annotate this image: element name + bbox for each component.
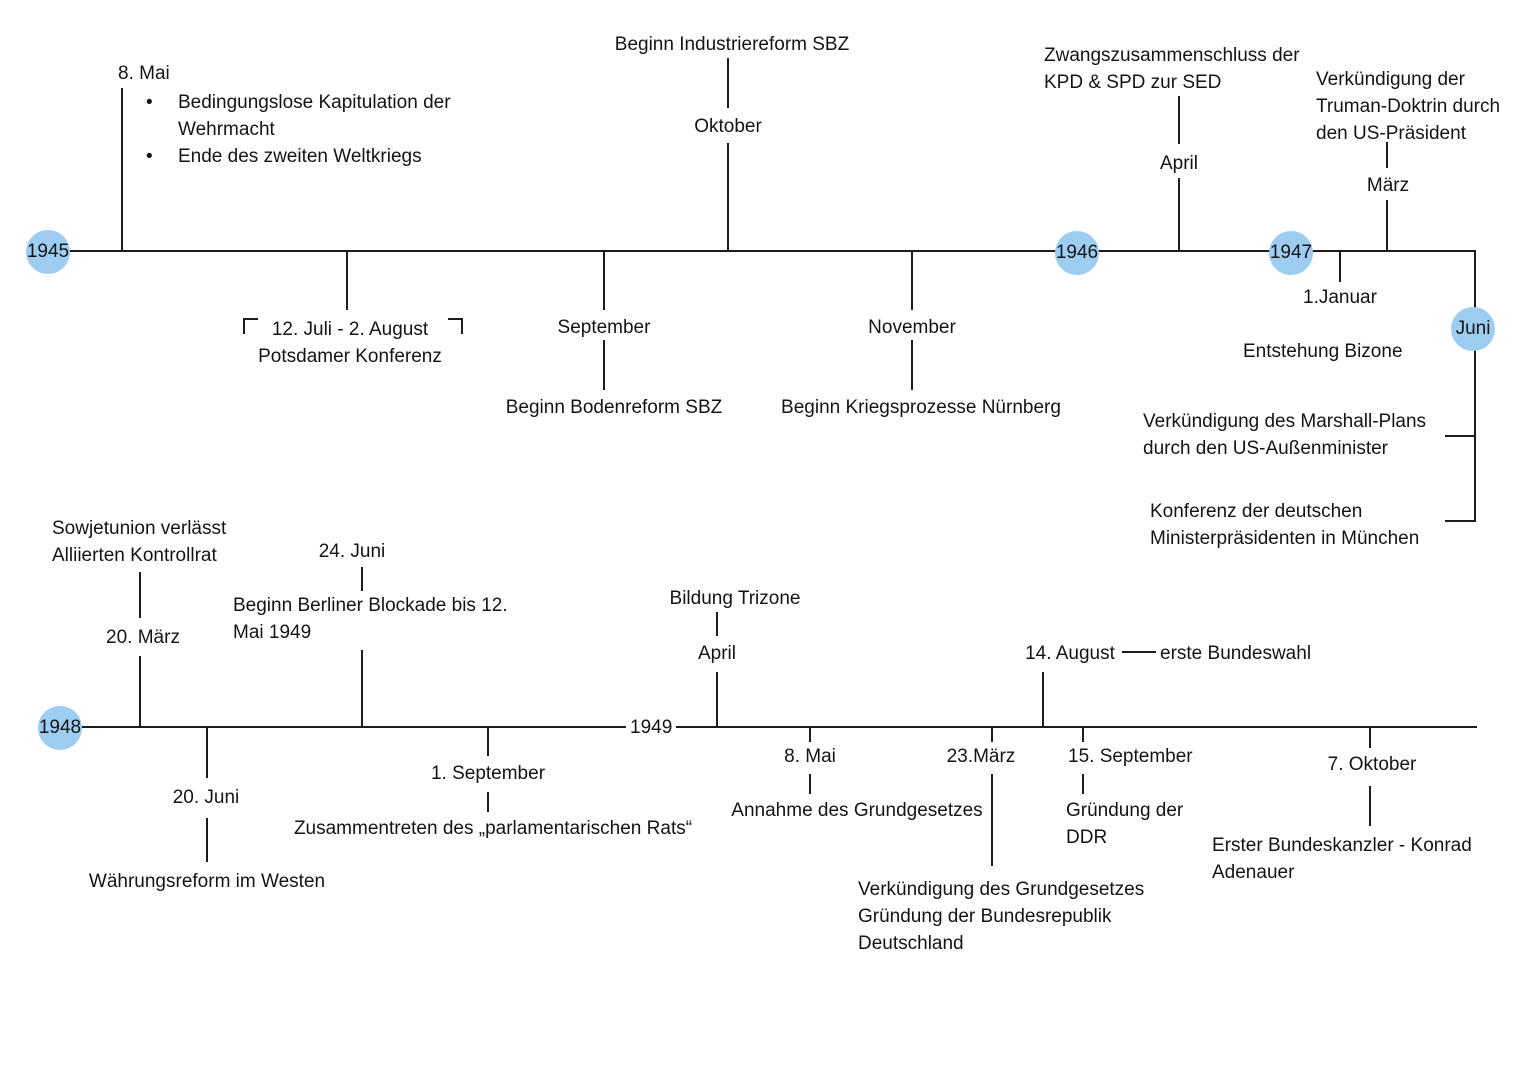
connector-kriegsprozesse xyxy=(911,340,913,390)
event-date-truman: März xyxy=(1366,175,1410,196)
connector-bundeswahl-dash xyxy=(1122,651,1156,653)
event-date-8mai-1945: 8. Mai xyxy=(118,63,170,84)
year-label-1948: 1948 xyxy=(38,717,82,738)
connector-blockade xyxy=(361,650,363,726)
connector-grundgesetz-verkuendung xyxy=(991,774,993,866)
connector-sed xyxy=(1178,96,1180,144)
connector-20maerz xyxy=(139,656,141,726)
event-potsdam: 12. Juli - 2. August Potsdamer Konferenz xyxy=(245,316,455,370)
connector-parlamentarischer-rat xyxy=(487,792,489,812)
connector-adenauer xyxy=(1369,786,1371,826)
event-date-sed: April xyxy=(1159,153,1198,174)
connector-grundgesetz-annahme xyxy=(809,774,811,794)
event-label-muenchen: Konferenz der deutschen Ministerpräsiden… xyxy=(1150,501,1420,549)
year-label-1945: 1945 xyxy=(26,241,70,262)
year-badge-1948: 1948 xyxy=(38,706,82,750)
event-label-truman: Verkündigung der Truman-Doktrin durch de… xyxy=(1316,69,1501,144)
connector-23maerz xyxy=(991,728,993,742)
connector-januar-1947 xyxy=(1339,252,1341,282)
month-label-juni: Juni xyxy=(1455,318,1491,339)
event-8mai-bullet-1: Bedingungslose Kapitulation der Wehrmach… xyxy=(140,89,470,143)
event-date-grundgesetz-annahme: 8. Mai xyxy=(784,746,836,767)
event-8mai-bullet-list: Bedingungslose Kapitulation der Wehrmach… xyxy=(140,89,470,170)
event-date-trizone: April xyxy=(697,643,736,664)
timeline-axis-top xyxy=(48,250,1476,252)
year-badge-1945: 1945 xyxy=(26,230,70,274)
event-label-sed: Zwangszusammenschluss der KPD & SPD zur … xyxy=(1044,45,1300,93)
connector-bodenreform xyxy=(603,340,605,390)
connector-potsdam xyxy=(346,252,348,310)
event-label-kriegsprozesse: Beginn Kriegsprozesse Nürnberg xyxy=(781,397,1061,418)
connector-industriereform xyxy=(727,58,729,108)
connector-truman xyxy=(1386,142,1388,168)
connector-ddr xyxy=(1082,774,1084,794)
event-label-trizone: Bildung Trizone xyxy=(669,588,801,609)
connector-september xyxy=(603,252,605,310)
timeline-axis-top-right-drop xyxy=(1474,250,1476,522)
event-date-blockade: 24. Juni xyxy=(318,541,386,562)
connector-8mai-1945 xyxy=(121,88,123,250)
year-label-1946: 1946 xyxy=(1055,242,1099,263)
event-date-bodenreform: September xyxy=(557,317,651,338)
connector-marshall-tick xyxy=(1445,435,1476,437)
event-date-bizone: 1.Januar xyxy=(1303,287,1377,308)
event-date-adenauer: 7. Oktober xyxy=(1327,754,1417,775)
event-label-blockade: Beginn Berliner Blockade bis 12. Mai 194… xyxy=(233,595,508,643)
event-date-bundeswahl: 14. August xyxy=(1025,643,1115,664)
connector-muenchen-tick xyxy=(1445,520,1476,522)
event-date-parlamentarischer-rat: 1. September xyxy=(430,763,546,784)
event-date-kontrollrat: 20. März xyxy=(106,627,180,648)
connector-april-1946 xyxy=(1178,178,1180,250)
month-badge-juni: Juni xyxy=(1451,307,1495,351)
event-date-kriegsprozesse: November xyxy=(868,317,956,338)
year-badge-1947: 1947 xyxy=(1269,231,1313,275)
event-label-bodenreform: Beginn Bodenreform SBZ xyxy=(505,397,723,418)
event-date-ddr: 15. September xyxy=(1068,746,1193,767)
connector-maerz-1947 xyxy=(1386,200,1388,250)
event-label-ddr: Gründung der DDR xyxy=(1066,800,1184,848)
event-8mai-bullet-2: Ende des zweiten Weltkriegs xyxy=(140,143,470,170)
event-label-adenauer: Erster Bundeskanzler - Konrad Adenauer xyxy=(1212,835,1472,883)
connector-waehrungsreform xyxy=(206,818,208,862)
potsdam-bracket-left xyxy=(243,318,258,334)
year-badge-1946: 1946 xyxy=(1055,231,1099,275)
potsdam-bracket-right xyxy=(448,318,463,334)
year-label-1947: 1947 xyxy=(1269,242,1313,263)
connector-14august xyxy=(1042,672,1044,726)
event-label-kontrollrat: Sowjetunion verlässt Alliierten Kontroll… xyxy=(52,518,227,566)
connector-kontrollrat xyxy=(139,572,141,618)
event-label-industriereform: Beginn Industriereform SBZ xyxy=(614,34,850,55)
connector-1september xyxy=(487,728,489,756)
connector-15september xyxy=(1082,728,1084,742)
event-date-industriereform: Oktober xyxy=(694,116,762,137)
event-date-waehrungsreform: 20. Juni xyxy=(172,787,240,808)
event-label-grundgesetz-verkuendung: Verkündigung des Grundgesetzes Gründung … xyxy=(858,879,1145,954)
timeline-axis-bottom xyxy=(60,726,1477,728)
event-label-waehrungsreform: Währungsreform im Westen xyxy=(88,871,326,892)
event-label-grundgesetz-annahme: Annahme des Grundgesetzes xyxy=(731,800,983,821)
year-label-1949: 1949 xyxy=(626,714,677,741)
connector-7oktober xyxy=(1369,728,1371,748)
connector-november xyxy=(911,252,913,310)
event-label-potsdam: Potsdamer Konferenz xyxy=(258,346,442,367)
connector-8mai-1949 xyxy=(809,728,811,742)
event-label-bundeswahl: erste Bundeswahl xyxy=(1160,643,1312,664)
event-label-marshall: Verkündigung des Marshall-Plans durch de… xyxy=(1143,411,1427,459)
event-label-bizone: Entstehung Bizone xyxy=(1243,341,1403,362)
event-date-potsdam: 12. Juli - 2. August xyxy=(271,319,429,340)
connector-oktober xyxy=(727,143,729,250)
connector-april-1949 xyxy=(716,672,718,726)
connector-24juni xyxy=(361,567,363,591)
connector-20juni xyxy=(206,728,208,778)
connector-trizone xyxy=(716,612,718,636)
event-label-parlamentarischer-rat: Zusammentreten des „parlamentarischen Ra… xyxy=(293,818,693,839)
event-date-grundgesetz-verkuendung: 23.März xyxy=(946,746,1016,767)
